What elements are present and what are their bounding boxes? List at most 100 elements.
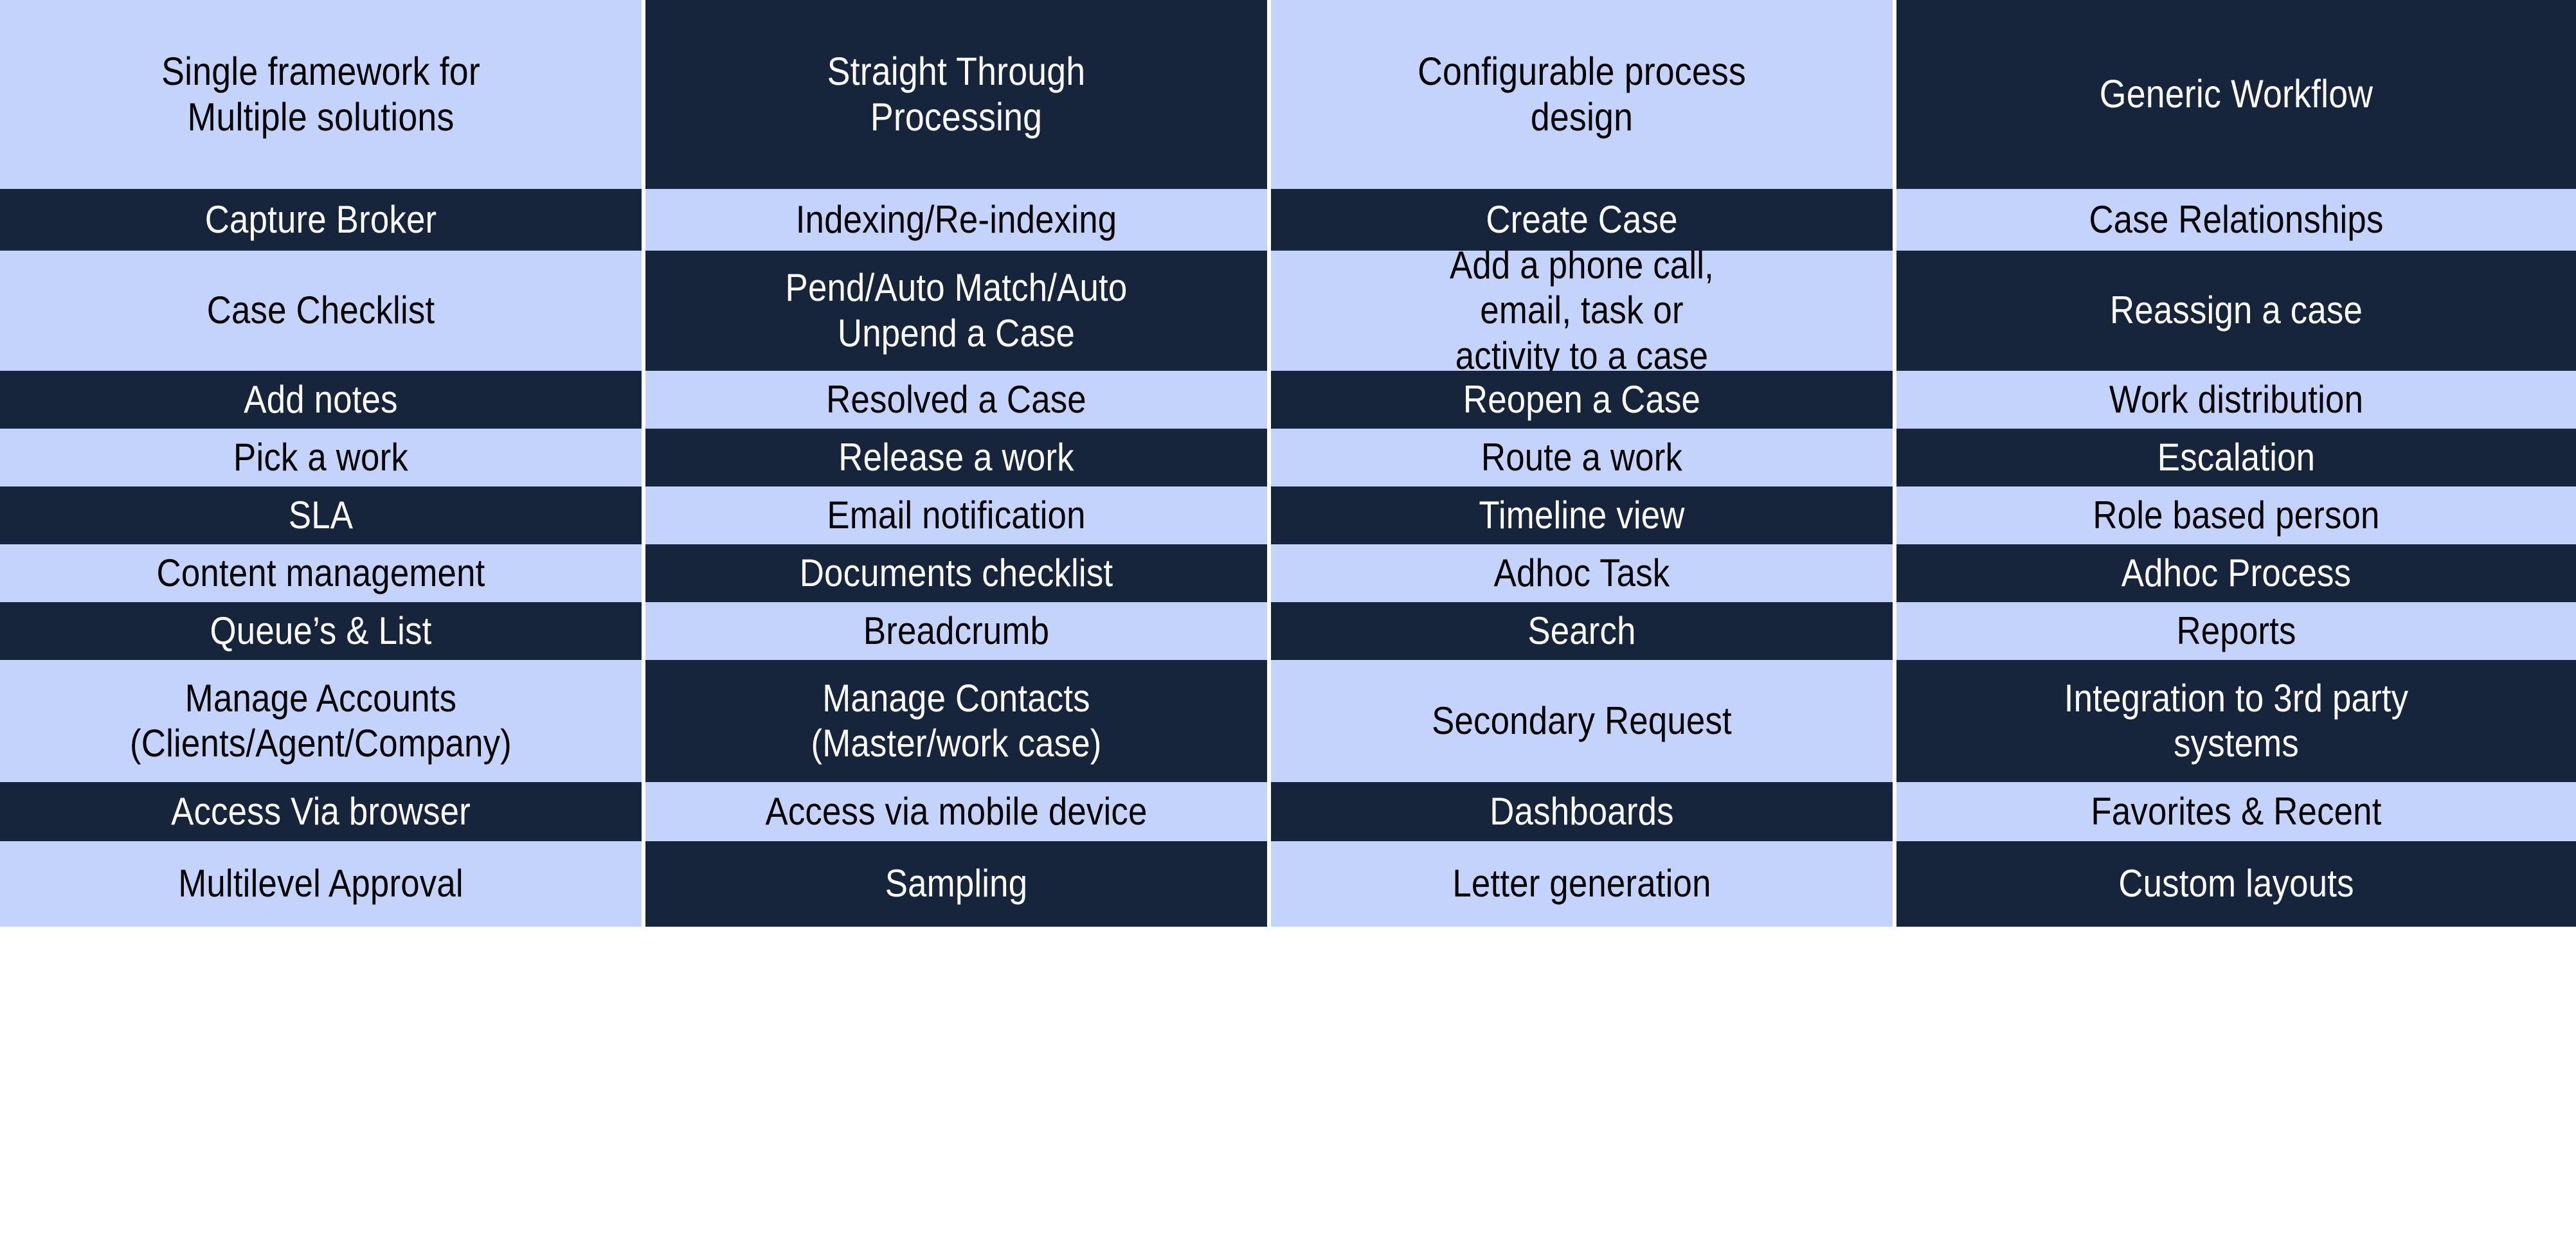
column-gutter xyxy=(1267,189,1271,251)
grid-cell-label: SLA xyxy=(288,493,354,537)
column-gutter xyxy=(642,841,645,927)
grid-cell-r7-c4: Adhoc Process xyxy=(1896,544,2576,602)
column-gutter xyxy=(642,0,645,189)
column-gutter xyxy=(1267,429,1271,486)
column-gutter xyxy=(1893,782,1896,841)
grid-cell-r11-c3: Letter generation xyxy=(1271,841,1893,927)
column-gutter xyxy=(1893,660,1896,782)
grid-cell-r8-c4: Reports xyxy=(1896,602,2576,660)
grid-cell-label: Dashboards xyxy=(1490,789,1674,833)
grid-cell-r3-c1: Case Checklist xyxy=(0,251,642,371)
grid-cell-r10-c3: Dashboards xyxy=(1271,782,1893,841)
grid-cell-label: Indexing/Re-indexing xyxy=(795,197,1117,241)
grid-cell-r1-c2: Straight Through Processing xyxy=(645,0,1267,189)
column-gutter xyxy=(642,189,645,251)
grid-cell-label: Access via mobile device xyxy=(765,789,1148,833)
grid-cell-label: Work distribution xyxy=(2109,377,2364,421)
column-gutter xyxy=(642,544,645,602)
grid-cell-r7-c2: Documents checklist xyxy=(645,544,1267,602)
grid-cell-label: Capture Broker xyxy=(204,197,437,241)
grid-cell-label: Manage Accounts (Clients/Agent/Company) xyxy=(130,676,512,765)
grid-cell-r10-c4: Favorites & Recent xyxy=(1896,782,2576,841)
grid-cell-r11-c4: Custom layouts xyxy=(1896,841,2576,927)
grid-cell-r9-c1: Manage Accounts (Clients/Agent/Company) xyxy=(0,660,642,782)
grid-cell-label: Custom layouts xyxy=(2118,862,2354,905)
grid-cell-r1-c3: Configurable process design xyxy=(1271,0,1893,189)
grid-cell-label: Access Via browser xyxy=(171,789,471,833)
grid-cell-label: Content management xyxy=(156,551,485,594)
grid-cell-r2-c3: Create Case xyxy=(1271,189,1893,251)
column-gutter xyxy=(1893,371,1896,429)
grid-cell-label: Reassign a case xyxy=(2109,289,2363,332)
column-gutter xyxy=(1893,544,1896,602)
grid-cell-label: Email notification xyxy=(827,493,1086,537)
grid-cell-label: Configurable process design xyxy=(1418,49,1746,139)
grid-cell-r8-c1: Queue’s & List xyxy=(0,602,642,660)
column-gutter xyxy=(642,486,645,544)
grid-cell-label: Timeline view xyxy=(1479,493,1685,537)
grid-cell-r11-c1: Multilevel Approval xyxy=(0,841,642,927)
grid-cell-r2-c1: Capture Broker xyxy=(0,189,642,251)
grid-cell-r7-c1: Content management xyxy=(0,544,642,602)
grid-cell-r5-c3: Route a work xyxy=(1271,429,1893,486)
grid-cell-label: Role based person xyxy=(2093,493,2380,537)
grid-cell-label: Straight Through Processing xyxy=(827,49,1086,139)
grid-cell-r5-c4: Escalation xyxy=(1896,429,2576,486)
grid-cell-label: Add a phone call, email, task or activit… xyxy=(1449,251,1715,371)
grid-cell-label: Adhoc Task xyxy=(1493,551,1670,594)
column-gutter xyxy=(1893,429,1896,486)
grid-cell-label: Escalation xyxy=(2157,435,2316,479)
grid-cell-label: Reports xyxy=(2176,609,2296,652)
grid-cell-label: Search xyxy=(1527,609,1636,652)
grid-cell-r9-c4: Integration to 3rd party systems xyxy=(1896,660,2576,782)
grid-cell-label: Case Checklist xyxy=(206,289,435,332)
grid-cell-r5-c1: Pick a work xyxy=(0,429,642,486)
column-gutter xyxy=(642,660,645,782)
grid-cell-label: Queue’s & List xyxy=(210,609,432,652)
column-gutter xyxy=(1267,660,1271,782)
grid-cell-label: Letter generation xyxy=(1452,862,1711,905)
column-gutter xyxy=(1893,602,1896,660)
grid-cell-label: Route a work xyxy=(1481,435,1683,479)
column-gutter xyxy=(1893,0,1896,189)
grid-cell-label: Multilevel Approval xyxy=(178,862,464,905)
column-gutter xyxy=(1267,841,1271,927)
grid-cell-r4-c2: Resolved a Case xyxy=(645,371,1267,429)
grid-cell-label: Pend/Auto Match/Auto Unpend a Case xyxy=(785,266,1128,355)
grid-cell-r3-c4: Reassign a case xyxy=(1896,251,2576,371)
grid-cell-label: Reopen a Case xyxy=(1463,377,1701,421)
grid-cell-r4-c4: Work distribution xyxy=(1896,371,2576,429)
grid-cell-label: Sampling xyxy=(885,862,1028,905)
grid-cell-label: Release a work xyxy=(838,435,1074,479)
grid-cell-r1-c1: Single framework for Multiple solutions xyxy=(0,0,642,189)
grid-cell-r8-c2: Breadcrumb xyxy=(645,602,1267,660)
grid-cell-label: Resolved a Case xyxy=(826,377,1086,421)
column-gutter xyxy=(1267,782,1271,841)
column-gutter xyxy=(1893,251,1896,371)
column-gutter xyxy=(642,782,645,841)
grid-cell-r4-c3: Reopen a Case xyxy=(1271,371,1893,429)
grid-cell-label: Single framework for Multiple solutions xyxy=(161,49,480,139)
grid-cell-r6-c4: Role based person xyxy=(1896,486,2576,544)
grid-cell-r5-c2: Release a work xyxy=(645,429,1267,486)
grid-cell-r3-c2: Pend/Auto Match/Auto Unpend a Case xyxy=(645,251,1267,371)
grid-cell-r1-c4: Generic Workflow xyxy=(1896,0,2576,189)
column-gutter xyxy=(1893,486,1896,544)
grid-cell-r9-c2: Manage Contacts (Master/work case) xyxy=(645,660,1267,782)
column-gutter xyxy=(642,602,645,660)
grid-cell-label: Favorites & Recent xyxy=(2091,789,2382,833)
grid-cell-r8-c3: Search xyxy=(1271,602,1893,660)
grid-cell-r6-c1: SLA xyxy=(0,486,642,544)
column-gutter xyxy=(1267,544,1271,602)
grid-cell-r2-c4: Case Relationships xyxy=(1896,189,2576,251)
grid-cell-label: Create Case xyxy=(1486,197,1678,241)
grid-cell-label: Case Relationships xyxy=(2089,197,2384,241)
grid-cell-label: Adhoc Process xyxy=(2121,551,2352,594)
column-gutter xyxy=(1267,371,1271,429)
grid-cell-label: Documents checklist xyxy=(799,551,1113,594)
grid-cell-r7-c3: Adhoc Task xyxy=(1271,544,1893,602)
column-gutter xyxy=(1267,602,1271,660)
grid-cell-r3-c3: Add a phone call, email, task or activit… xyxy=(1271,251,1893,371)
grid-cell-label: Add notes xyxy=(244,377,398,421)
